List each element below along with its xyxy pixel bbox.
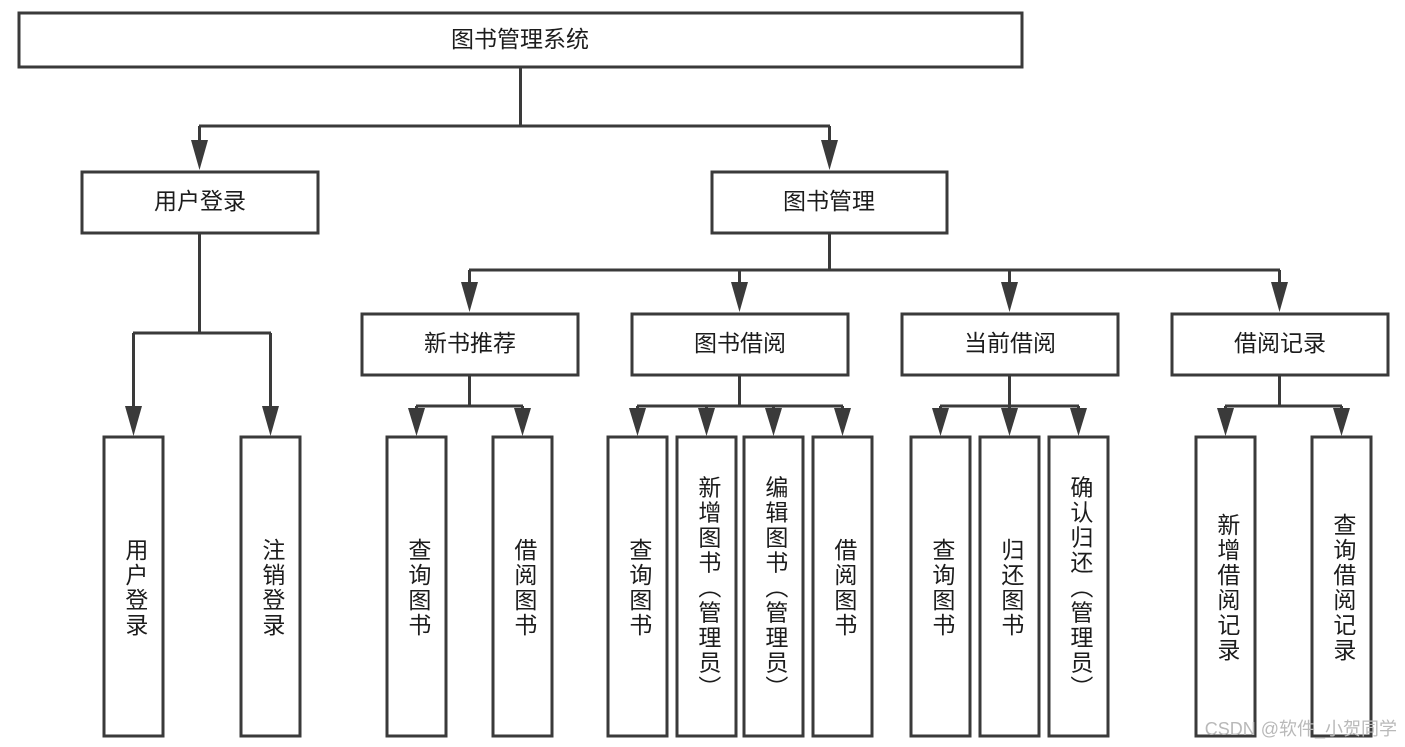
leaf-new-book-recommend-0[interactable]: 查询图书 [385, 435, 448, 738]
leaf-book-borrow-3-label: 借阅图书 [831, 538, 858, 638]
leaf-current-borrow-1-label: 归还图书 [998, 538, 1025, 638]
node-book-borrow-label: 图书借阅 [694, 330, 786, 356]
leaf-current-borrow-1[interactable]: 归还图书 [978, 435, 1041, 738]
leaf-new-book-recommend-0-box[interactable] [385, 435, 448, 738]
leaf-user-login-1-label: 注销登录 [259, 538, 286, 638]
leaf-new-book-recommend-1-label: 借阅图书 [511, 538, 538, 638]
node-current-borrow-label: 当前借阅 [964, 330, 1056, 356]
node-root-box[interactable] [17, 11, 1024, 69]
arrowhead-newbook-leaf0 [408, 408, 425, 436]
node-borrow-records[interactable]: 借阅记录 [1170, 312, 1390, 377]
leaf-user-login-0-label: 用户登录 [122, 538, 149, 638]
node-new-book-recommend-box[interactable] [360, 312, 580, 377]
leaf-book-borrow-2-box[interactable] [742, 435, 805, 738]
arrowhead-bookborrow [731, 282, 748, 312]
leaf-borrow-records-0[interactable]: 新增借阅记录 [1194, 435, 1257, 738]
leaf-current-borrow-2[interactable]: 确认归还（管理员） [1047, 435, 1110, 738]
leaf-user-login-0[interactable]: 用户登录 [102, 435, 165, 738]
arrowhead-borrowrecords-leaf0 [1217, 408, 1234, 436]
leaf-current-borrow-0[interactable]: 查询图书 [909, 435, 972, 738]
leaf-current-borrow-2-label: 确认归还（管理员） [1067, 476, 1094, 701]
node-root-label: 图书管理系统 [451, 26, 589, 52]
arrowhead-currentborrow-leaf2 [1070, 408, 1087, 436]
leaf-current-borrow-2-box[interactable] [1047, 435, 1110, 738]
arrowhead-bookborrow-leaf2 [765, 408, 782, 436]
node-book-borrow-box[interactable] [630, 312, 850, 377]
leaf-book-borrow-2-label: 编辑图书（管理员） [762, 476, 789, 701]
node-book-manage[interactable]: 图书管理 [710, 170, 949, 235]
node-borrow-records-box[interactable] [1170, 312, 1390, 377]
arrowhead-currentborrow [1001, 282, 1018, 312]
leaf-book-borrow-1[interactable]: 新增图书（管理员） [675, 435, 738, 738]
leaf-book-borrow-0[interactable]: 查询图书 [606, 435, 669, 738]
node-book-borrow[interactable]: 图书借阅 [630, 312, 850, 377]
arrowhead-newbook-leaf1 [514, 408, 531, 436]
node-current-borrow[interactable]: 当前借阅 [900, 312, 1120, 377]
csdn-watermark: CSDN @软件_小贺同学 [1204, 719, 1397, 739]
leaf-current-borrow-1-box[interactable] [978, 435, 1041, 738]
node-borrow-records-label: 借阅记录 [1234, 330, 1326, 356]
leaf-current-borrow-0-box[interactable] [909, 435, 972, 738]
leaf-new-book-recommend-1-box[interactable] [491, 435, 554, 738]
arrowhead-bookborrow-leaf0 [629, 408, 646, 436]
arrowhead-bookborrow-leaf1 [698, 408, 715, 436]
node-user-login[interactable]: 用户登录 [80, 170, 320, 235]
arrowhead-user-login-leaf1 [262, 406, 279, 436]
leaf-new-book-recommend-1[interactable]: 借阅图书 [491, 435, 554, 738]
arrowhead-currentborrow-leaf0 [932, 408, 949, 436]
node-user-login-label: 用户登录 [154, 188, 246, 214]
leaf-book-borrow-0-label: 查询图书 [626, 538, 653, 638]
arrowhead-bookborrow-leaf3 [834, 408, 851, 436]
node-root[interactable]: 图书管理系统 [17, 11, 1024, 69]
leaf-book-borrow-0-box[interactable] [606, 435, 669, 738]
leaf-new-book-recommend-0-label: 查询图书 [405, 538, 432, 638]
leaf-user-login-1[interactable]: 注销登录 [239, 435, 302, 738]
node-current-borrow-box[interactable] [900, 312, 1120, 377]
leaf-book-borrow-1-label: 新增图书（管理员） [695, 476, 722, 701]
arrowhead-user-login [191, 140, 208, 170]
leaf-book-borrow-3[interactable]: 借阅图书 [811, 435, 874, 738]
arrowhead-user-login-leaf0 [125, 406, 142, 436]
leaf-borrow-records-0-box[interactable] [1194, 435, 1257, 738]
leaf-borrow-records-1-box[interactable] [1310, 435, 1373, 738]
node-user-login-box[interactable] [80, 170, 320, 235]
node-new-book-recommend-label: 新书推荐 [424, 330, 516, 356]
arrowhead-borrowrecords-leaf1 [1333, 408, 1350, 436]
arrowhead-book-manage [821, 140, 838, 170]
leaf-borrow-records-1[interactable]: 查询借阅记录 [1310, 435, 1373, 738]
leaf-book-borrow-1-box[interactable] [675, 435, 738, 738]
leaf-book-borrow-2[interactable]: 编辑图书（管理员） [742, 435, 805, 738]
node-new-book-recommend[interactable]: 新书推荐 [360, 312, 580, 377]
leaf-current-borrow-0-label: 查询图书 [929, 538, 956, 638]
arrowhead-borrowrecords [1271, 282, 1288, 312]
node-book-manage-label: 图书管理 [783, 188, 875, 214]
leaf-user-login-0-box[interactable] [102, 435, 165, 738]
leaf-book-borrow-3-box[interactable] [811, 435, 874, 738]
leaf-borrow-records-0-label: 新增借阅记录 [1214, 513, 1241, 663]
arrowhead-currentborrow-leaf1 [1001, 408, 1018, 436]
arrowhead-newbook [461, 282, 478, 312]
leaf-user-login-1-box[interactable] [239, 435, 302, 738]
node-book-manage-box[interactable] [710, 170, 949, 235]
leaf-borrow-records-1-label: 查询借阅记录 [1330, 513, 1357, 663]
